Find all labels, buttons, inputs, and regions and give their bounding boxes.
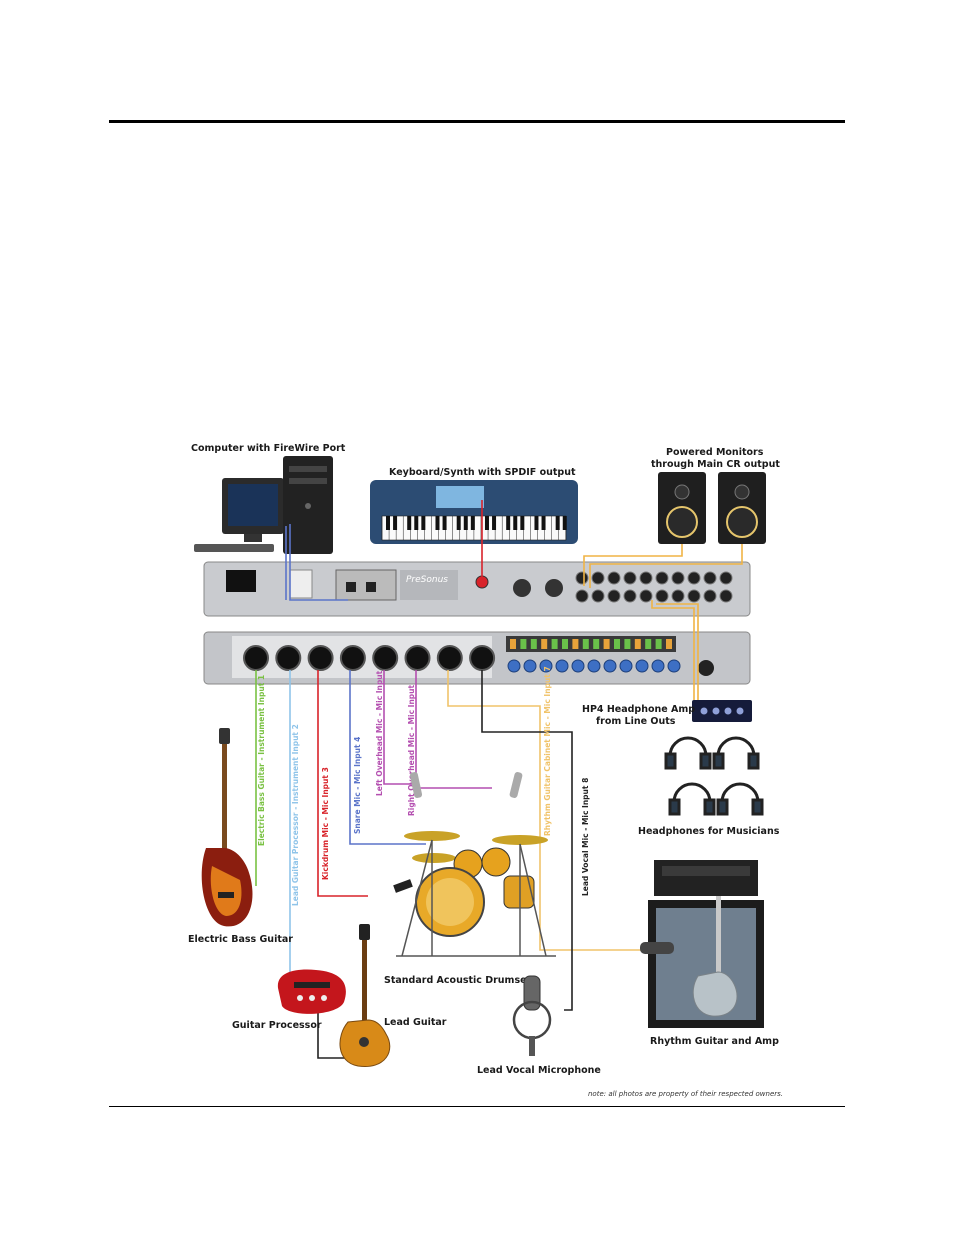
electric-bass-guitar-icon	[201, 728, 253, 927]
monitor-cable	[583, 544, 743, 588]
footer-rule	[109, 1106, 845, 1107]
input1-label: Electric Bass Guitar - Instrument Input …	[257, 675, 266, 846]
headphones-label: Headphones for Musicians	[638, 826, 780, 837]
input3-label: Kickdrum Mic - Mic Input 3	[321, 767, 330, 880]
powered-monitors-icon	[658, 472, 766, 544]
input5-cable	[383, 670, 412, 785]
drumset-label: Standard Acoustic Drumset	[384, 975, 532, 986]
input8-cable	[481, 670, 573, 1011]
keyboard-synth-icon	[370, 480, 578, 544]
rhythm-amp-label: Rhythm Guitar and Amp	[650, 1036, 779, 1047]
guitar-processor-icon	[277, 969, 346, 1014]
input3-cable	[317, 670, 368, 897]
input7-label: Rhythm Guitar Cabinet Mic - Mic Input 7	[543, 666, 552, 836]
studio-connection-diagram: Computer with FireWire Port Keyboard/Syn…	[186, 436, 786, 1100]
hp4-headphone-amp-icon	[692, 700, 752, 722]
input2-label: Lead Guitar Processor - Instrument Input…	[291, 724, 300, 906]
monitors-label-line1: Powered Monitors	[666, 447, 764, 458]
input7-cable	[447, 670, 646, 951]
input4-cable	[349, 670, 426, 845]
line-out-cable	[651, 600, 699, 700]
header-rule	[109, 120, 845, 123]
lead-guitar-icon	[339, 924, 391, 1067]
firewire-cable	[285, 524, 348, 601]
cable-group	[255, 500, 743, 1059]
hp4-label-line2: from Line Outs	[596, 716, 676, 727]
interface-rear-panel	[203, 561, 751, 617]
hp4-label-line1: HP4 Headphone Amp	[582, 704, 695, 715]
processor-label: Guitar Processor	[232, 1020, 322, 1031]
headphones-icon	[664, 736, 764, 816]
monitors-label-line2: through Main CR output	[651, 459, 780, 470]
interface-front-panel	[203, 631, 751, 685]
computer-label: Computer with FireWire Port	[191, 443, 346, 454]
rhythm-guitar-amp-icon	[640, 860, 764, 1028]
vocal-mic-label: Lead Vocal Microphone	[477, 1065, 601, 1076]
lead-guitar-label: Lead Guitar	[384, 1017, 447, 1028]
photo-credit-note: note: all photos are property of their r…	[588, 1090, 783, 1098]
bass-label: Electric Bass Guitar	[188, 934, 293, 945]
input5-label: Left Overhead Mic - Mic Input	[375, 670, 384, 796]
keyboard-label: Keyboard/Synth with SPDIF output	[389, 467, 576, 478]
computer-icon	[194, 456, 333, 554]
overhead-mics-icon	[409, 772, 523, 798]
lead-vocal-microphone-icon	[512, 975, 552, 1056]
brand-logo-text: PreSonus	[406, 575, 448, 585]
input6-label: Right Overhead Mic - Mic Input	[407, 684, 416, 816]
input4-label: Snare Mic - Mic Input 4	[353, 737, 362, 834]
acoustic-drumset-icon	[393, 831, 556, 957]
input8-label: Lead Vocal Mic - Mic Input 8	[581, 778, 590, 896]
